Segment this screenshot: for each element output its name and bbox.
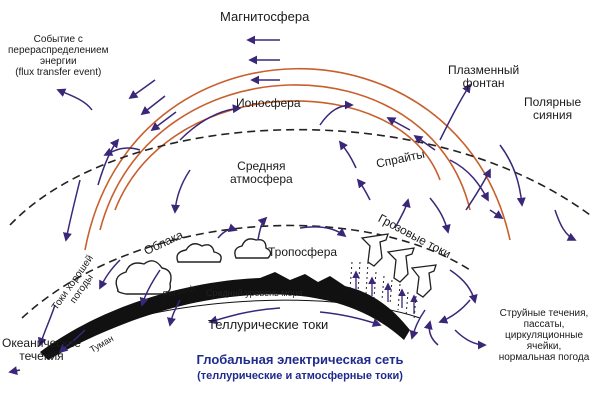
sea-level-label: Средний уровень моря bbox=[206, 288, 303, 298]
cloud-icon bbox=[176, 243, 222, 263]
storm-cloud-icons bbox=[360, 233, 437, 298]
troposphere-boundary bbox=[21, 224, 471, 319]
storm-cloud-icon bbox=[360, 233, 389, 267]
telluric-currents-label: Теллурические токи bbox=[208, 317, 329, 332]
cloud-icon bbox=[234, 238, 272, 259]
sea-level-line bbox=[59, 299, 421, 346]
caption-subtitle: (теллурические и атмосферные токи) bbox=[197, 370, 403, 382]
magnetosphere-label: Магнитосфера bbox=[220, 9, 310, 24]
magnetosphere-field-lines bbox=[84, 68, 511, 251]
jet-streams-label: Струйные течения, пассаты, циркуляционны… bbox=[498, 308, 590, 363]
storm-cloud-icon bbox=[410, 264, 437, 298]
cloud-icons bbox=[115, 238, 272, 295]
ionosphere-boundary bbox=[9, 128, 591, 226]
middle-atmosphere-label: Средняя атмосфера bbox=[230, 159, 293, 186]
ionosphere-label: Ионосфера bbox=[236, 96, 301, 110]
cloud-icon bbox=[115, 260, 172, 295]
polar-lights-label: Полярные сияния bbox=[524, 95, 582, 122]
current-arrows bbox=[8, 35, 577, 376]
caption-title: Глобальная электрическая сеть bbox=[196, 352, 404, 367]
storm-cloud-icon bbox=[386, 247, 415, 283]
flux-transfer-event-label: Событие с перераспределением энергии (fl… bbox=[8, 34, 109, 78]
storm-updraft-arrows bbox=[352, 270, 418, 314]
troposphere-label: Тропосфера bbox=[268, 245, 338, 259]
ocean-currents-label: Океанические течения bbox=[2, 336, 81, 363]
earth-relief bbox=[40, 272, 410, 360]
plasma-fountain-label: Плазменный фонтан bbox=[448, 63, 520, 90]
